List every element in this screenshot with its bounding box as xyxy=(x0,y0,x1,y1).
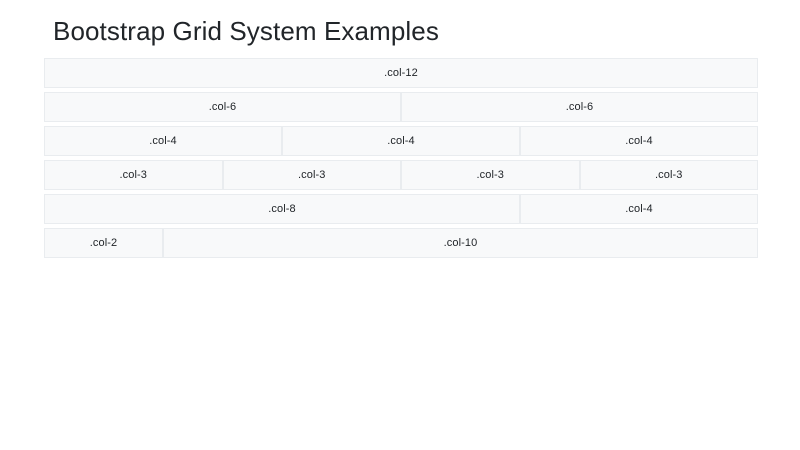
row-col-3: .col-3.col-3.col-3.col-3 xyxy=(44,160,758,191)
grid-column: .col-3 xyxy=(222,160,401,191)
grid-column: .col-3 xyxy=(44,160,223,191)
grid-column: .col-3 xyxy=(401,160,580,191)
row-col-4: .col-4.col-4.col-4 xyxy=(44,126,758,157)
page-title: Bootstrap Grid System Examples xyxy=(53,16,439,46)
row-col-2-10: .col-2.col-10 xyxy=(44,228,758,259)
grid-column: .col-12 xyxy=(44,58,758,89)
grid-column: .col-6 xyxy=(401,92,758,123)
grid-column: .col-8 xyxy=(44,194,520,225)
row-col-8-4: .col-8.col-4 xyxy=(44,194,758,225)
row-col-12: .col-12 xyxy=(44,58,758,89)
grid-column: .col-4 xyxy=(519,126,758,157)
grid-examples: .col-12.col-6.col-6.col-4.col-4.col-4.co… xyxy=(44,58,758,259)
grid-column: .col-10 xyxy=(163,228,758,259)
grid-column: .col-4 xyxy=(44,126,282,157)
grid-column: .col-4 xyxy=(520,194,758,225)
row-col-6: .col-6.col-6 xyxy=(44,92,758,123)
grid-column: .col-3 xyxy=(579,160,758,191)
grid-column: .col-4 xyxy=(281,126,520,157)
grid-column: .col-6 xyxy=(44,92,401,123)
content-container: Bootstrap Grid System Examples .col-12.c… xyxy=(44,0,758,262)
grid-column: .col-2 xyxy=(44,228,163,259)
